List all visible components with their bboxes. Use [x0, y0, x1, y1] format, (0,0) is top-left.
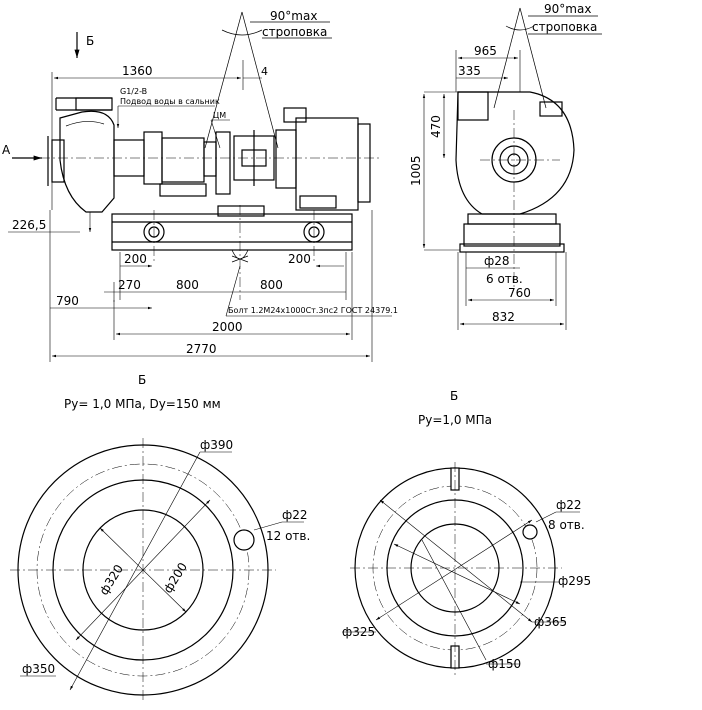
- flange-right-d295: ф295: [558, 574, 591, 588]
- end-dim-335: 335: [458, 64, 481, 78]
- end-sling-label: строповка: [532, 20, 597, 34]
- flange-right-d325: ф325: [342, 625, 375, 639]
- flange-right-spec: Ру=1,0 МПа: [418, 413, 492, 427]
- side-view: Б А 90°max строповка 1360 4 G1/2-B Подво…: [2, 9, 398, 362]
- note-gland: Подвод воды в сальник: [120, 97, 220, 106]
- flange-right-d22: ф22: [556, 498, 582, 512]
- flange-left-d22: ф22: [282, 508, 308, 522]
- dim-2000: 2000: [212, 320, 243, 334]
- view-label-a: А: [2, 143, 11, 157]
- dim-790: 790: [56, 294, 79, 308]
- end-sling-angle: 90°max: [544, 2, 591, 16]
- end-view: 90°max строповка 965 335 470 1005: [409, 2, 602, 330]
- dim-270: 270: [118, 278, 141, 292]
- dim-200-left: 200: [124, 252, 147, 266]
- flange-left-d390: ф390: [200, 438, 233, 452]
- end-dim-832: 832: [492, 310, 515, 324]
- dim-4: 4: [261, 65, 268, 78]
- flange-right: Б Ру=1,0 МПа ф22 8 отв. ф295 ф325 ф365 ф…: [342, 389, 591, 676]
- dim-200-right: 200: [288, 252, 311, 266]
- dim-226-5: 226,5: [12, 218, 46, 232]
- dim-2770: 2770: [186, 342, 217, 356]
- end-dim-965: 965: [474, 44, 497, 58]
- dim-800-b: 800: [260, 278, 283, 292]
- note-g1: G1/2-B: [120, 87, 147, 96]
- note-cm: ЦМ: [213, 111, 226, 120]
- dim-800-a: 800: [176, 278, 199, 292]
- dim-1360: 1360: [122, 64, 153, 78]
- flange-left-d200: ф200: [161, 560, 190, 596]
- flange-left: Б Ру= 1,0 МПа, Dу=150 мм ф390 ф22 12 отв…: [10, 373, 310, 702]
- flange-right-holes: 8 отв.: [548, 518, 585, 532]
- end-dim-1005: 1005: [409, 155, 423, 186]
- flange-left-title: Б: [138, 373, 146, 387]
- end-hole-count: 6 отв.: [486, 272, 523, 286]
- bolt-note: Болт 1.2М24х1000Ст.3пс2 ГОСТ 24379.1: [228, 306, 398, 315]
- sling-label: строповка: [262, 25, 327, 39]
- sling-angle-label: 90°max: [270, 9, 317, 23]
- flange-left-spec: Ру= 1,0 МПа, Dу=150 мм: [64, 397, 221, 411]
- flange-right-d365: ф365: [534, 615, 567, 629]
- flange-right-title: Б: [450, 389, 458, 403]
- section-label-b: Б: [86, 34, 94, 48]
- flange-left-d350: ф350: [22, 662, 55, 676]
- end-hole-dia: ф28: [484, 254, 510, 268]
- flange-right-d150: ф150: [488, 657, 521, 671]
- end-dim-760: 760: [508, 286, 531, 300]
- end-dim-470: 470: [429, 115, 443, 138]
- flange-left-holes: 12 отв.: [266, 529, 310, 543]
